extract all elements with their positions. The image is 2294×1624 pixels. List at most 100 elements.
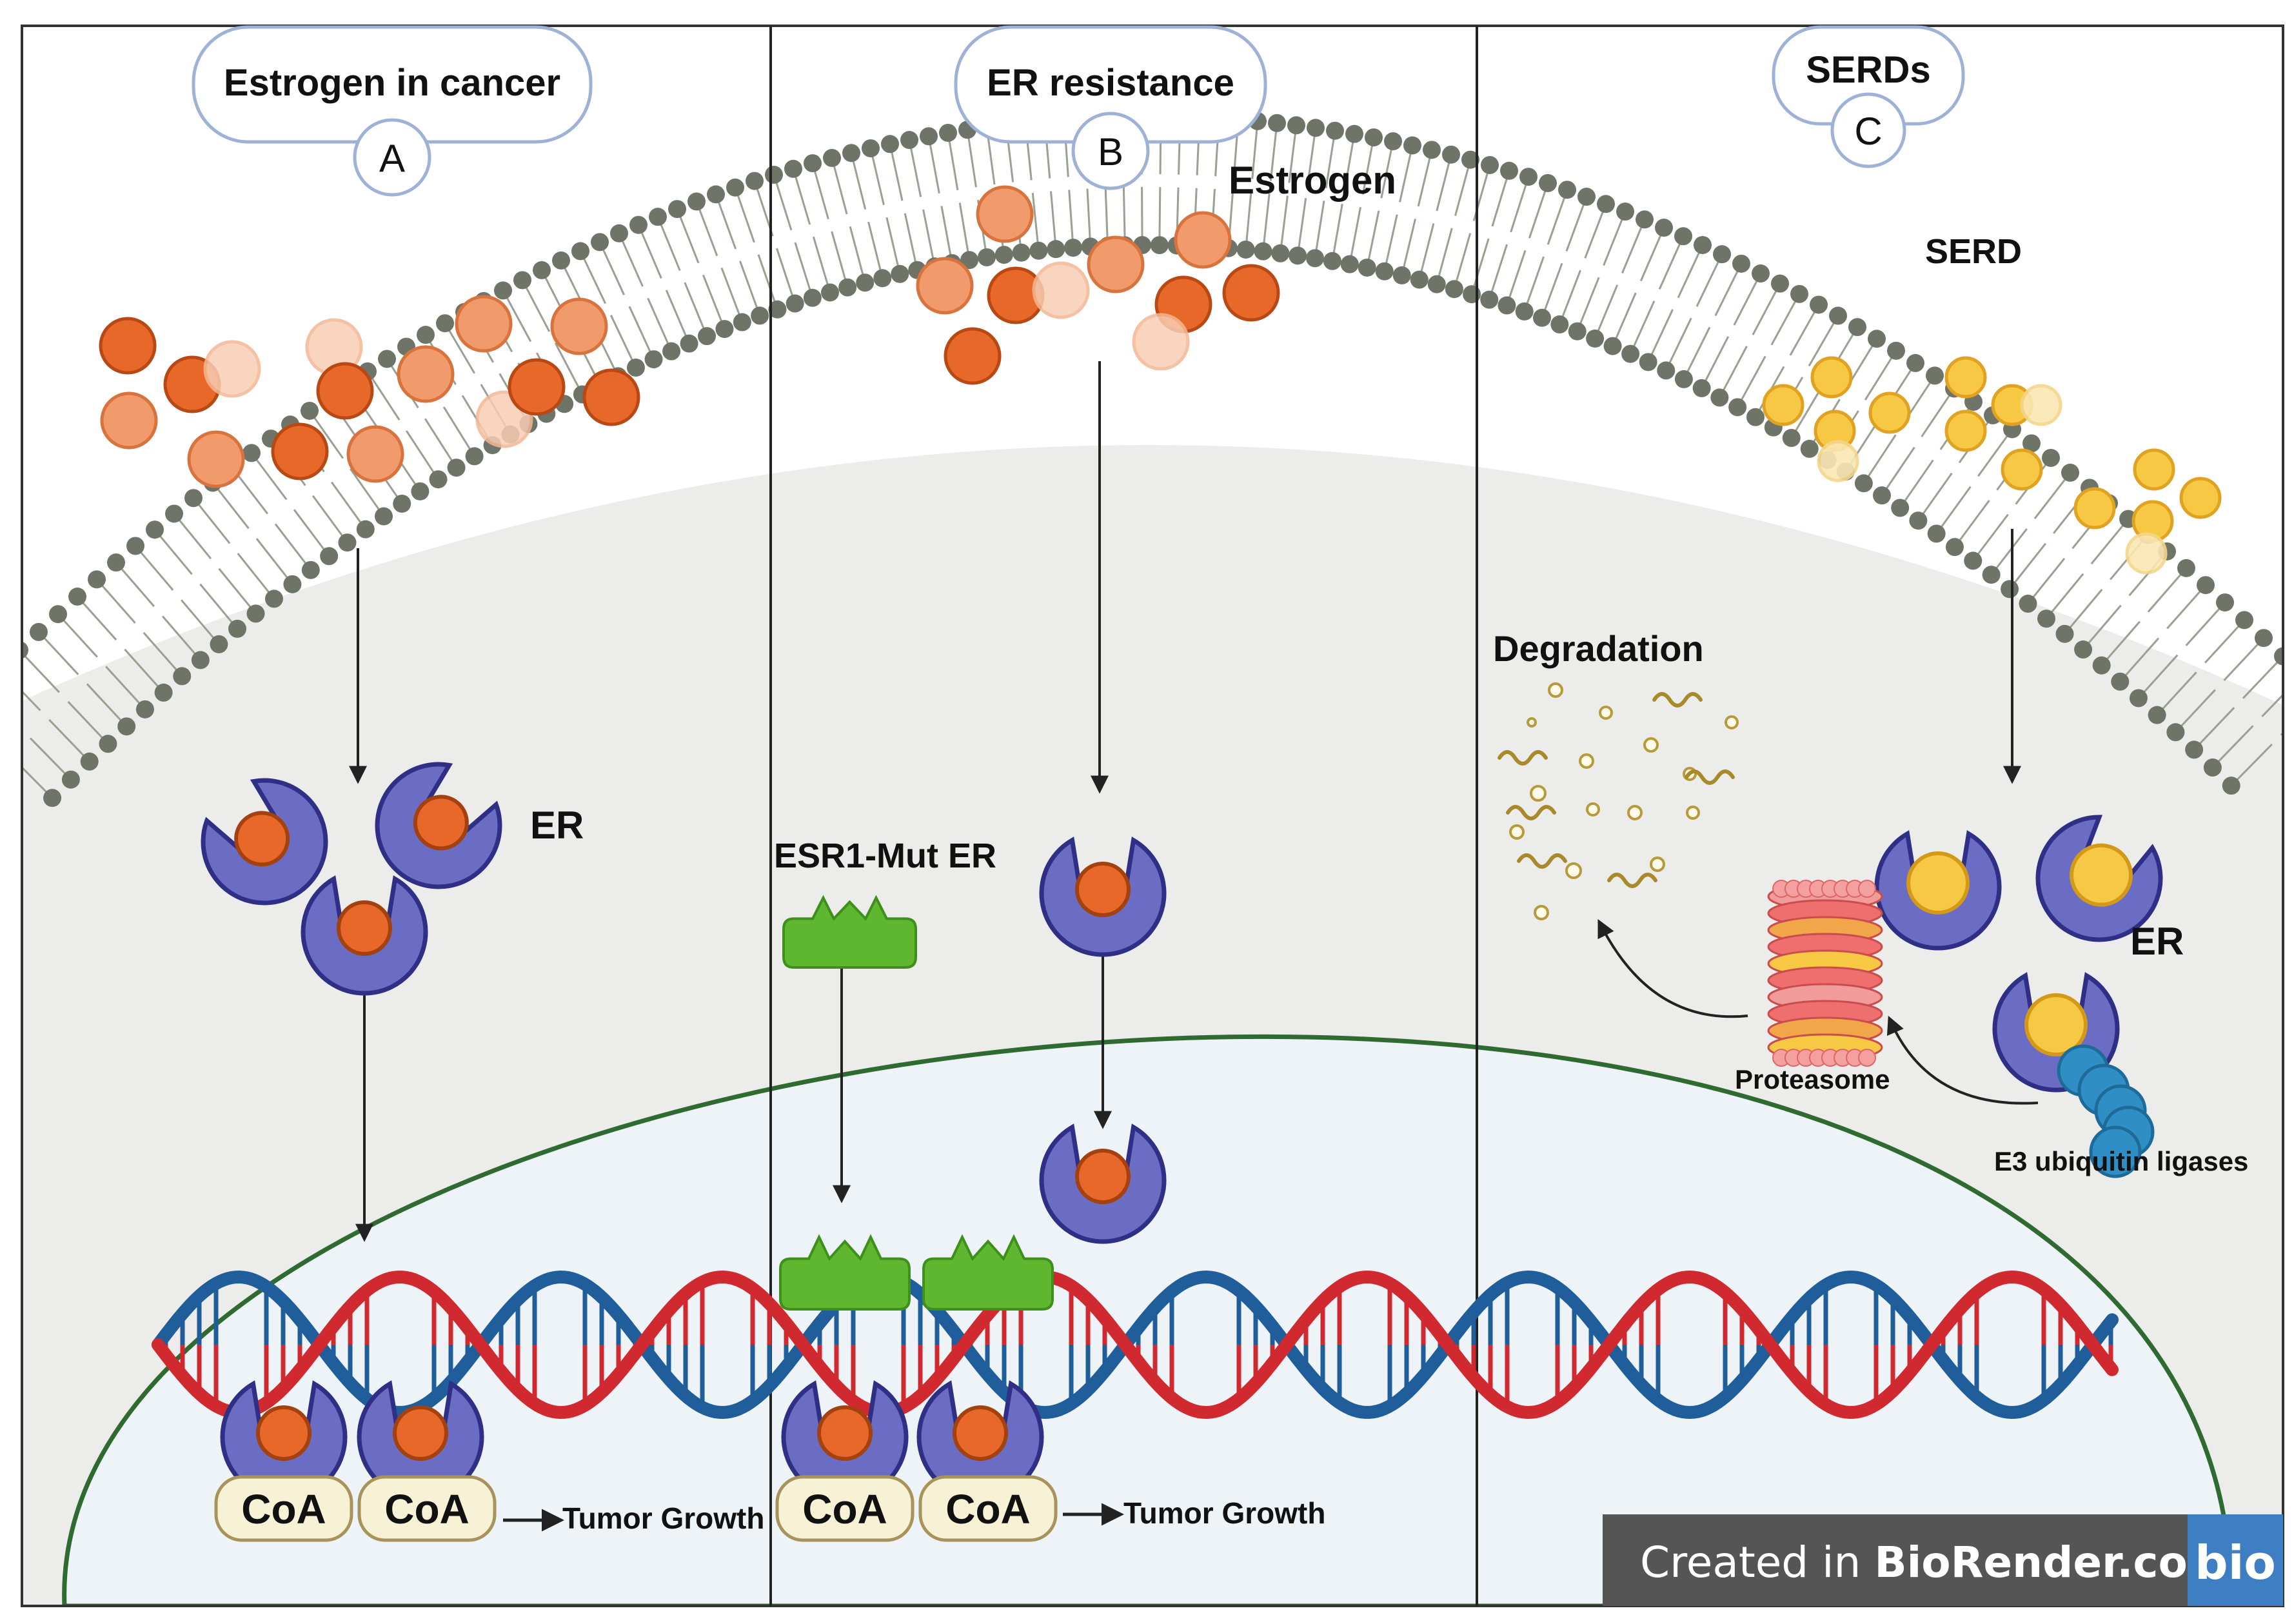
peptide-squiggle xyxy=(1506,805,1556,820)
serd-molecule xyxy=(1810,356,1853,399)
lipid-head xyxy=(733,313,751,332)
lipid-tail xyxy=(1436,154,1452,212)
lipid-tail xyxy=(255,538,293,585)
serd-label: SERD xyxy=(1925,232,2022,271)
lipid-head xyxy=(786,294,804,313)
lipid-head xyxy=(99,735,117,753)
bound-estrogen xyxy=(953,1405,1008,1461)
lipid-tail xyxy=(1306,128,1317,186)
panel-letter: C xyxy=(1854,110,1882,153)
lipid-tail xyxy=(0,706,2,748)
lipid-head xyxy=(1532,308,1551,327)
lipid-head xyxy=(1854,474,1873,493)
lipid-head xyxy=(173,667,192,686)
lipid-tail xyxy=(1104,188,1109,246)
lipid-tail xyxy=(1031,193,1040,251)
lipid-tail xyxy=(812,236,831,293)
lipid-tail xyxy=(105,666,146,710)
lipid-head xyxy=(626,358,645,377)
lipid-head xyxy=(264,589,283,608)
lipid-tail xyxy=(57,613,98,658)
serd-molecule xyxy=(1944,410,1987,452)
lipid-head xyxy=(768,300,787,319)
lipid-head xyxy=(821,283,840,302)
lipid-tail xyxy=(1808,315,1839,367)
panel-letter-badge xyxy=(1830,92,1906,168)
lipid-head xyxy=(1392,266,1411,284)
panel-header-a: Estrogen in cancer A xyxy=(192,25,593,197)
lipid-head xyxy=(751,306,769,325)
lipid-head xyxy=(856,273,875,292)
lipid-head xyxy=(1616,203,1634,221)
lipid-head xyxy=(417,326,435,344)
lipid-head xyxy=(1427,275,1446,293)
lipid-tail xyxy=(1621,219,1646,273)
lipid-tail xyxy=(1576,277,1600,332)
proteasome-cap-subunit xyxy=(1858,1049,1876,1067)
lipid-tail xyxy=(1603,211,1627,266)
lipid-tail xyxy=(424,418,457,468)
peptide-squiggle xyxy=(1607,873,1657,888)
lipid-tail xyxy=(1325,130,1336,188)
lipid-tail xyxy=(1523,256,1545,312)
lipid-tail xyxy=(2033,471,2072,520)
lipid-head xyxy=(301,401,319,420)
lipid-tail xyxy=(521,279,551,332)
lipid-head xyxy=(1550,315,1569,334)
lipid-tail xyxy=(792,168,811,225)
lipid-head xyxy=(862,139,880,157)
lipid-head xyxy=(1271,244,1290,262)
lipid-head xyxy=(283,575,302,593)
estrogen-molecule xyxy=(1222,264,1280,322)
lipid-head xyxy=(301,560,320,579)
lipid-head xyxy=(533,261,551,279)
lipid-head xyxy=(920,127,938,146)
lipid-head xyxy=(2216,593,2234,612)
coactivator-label: CoA xyxy=(945,1486,1031,1532)
panel-letter: B xyxy=(1098,130,1123,173)
panel-letter-badge xyxy=(353,118,431,197)
lipid-tail xyxy=(1917,472,1953,522)
lipid-tail xyxy=(757,254,778,310)
lipid-head xyxy=(1326,121,1344,140)
lipid-tail xyxy=(1665,317,1692,371)
lipid-tail xyxy=(657,216,681,271)
lipid-head xyxy=(2022,434,2041,453)
lipid-head xyxy=(1375,262,1394,281)
proteasome-label: Proteasome xyxy=(1735,1064,1890,1094)
lipid-head xyxy=(2197,576,2215,595)
lipid-tail xyxy=(831,231,849,288)
lipid-head xyxy=(668,200,686,219)
lipid-tail xyxy=(2185,602,2226,646)
lipid-head xyxy=(165,504,183,523)
peptide-fragment xyxy=(1650,857,1665,872)
panel-title: ER resistance xyxy=(987,62,1234,104)
lipid-head xyxy=(2274,647,2283,666)
lipid-head xyxy=(960,251,979,270)
lipid-head xyxy=(2185,740,2204,759)
estrogen-molecule xyxy=(346,425,404,483)
lipid-head xyxy=(2001,580,2019,599)
lipid-head xyxy=(2203,758,2222,777)
lipid-tail xyxy=(218,568,257,615)
estrogen-receptor xyxy=(357,1380,484,1501)
lipid-tail xyxy=(2230,743,2273,787)
lipid-tail xyxy=(1584,203,1607,259)
lipid-head xyxy=(1636,210,1654,229)
lipid-head xyxy=(43,789,62,807)
lipid-head xyxy=(873,269,892,288)
lipid-tail xyxy=(1380,141,1394,199)
lipid-tail xyxy=(618,233,644,287)
lipid-head xyxy=(977,248,996,266)
lipid-tail xyxy=(1349,206,1362,264)
lipid-head xyxy=(1752,264,1770,283)
coactivator-box xyxy=(775,1475,915,1542)
lipid-head xyxy=(210,635,228,653)
lipid-tail xyxy=(1629,301,1656,355)
lipid-tail xyxy=(1639,227,1665,282)
mutant-body xyxy=(779,1234,911,1311)
estrogen-molecule xyxy=(944,327,1002,385)
lipid-head xyxy=(591,233,609,252)
lipid-tail xyxy=(1399,145,1414,203)
lipid-tail xyxy=(1683,326,1711,380)
